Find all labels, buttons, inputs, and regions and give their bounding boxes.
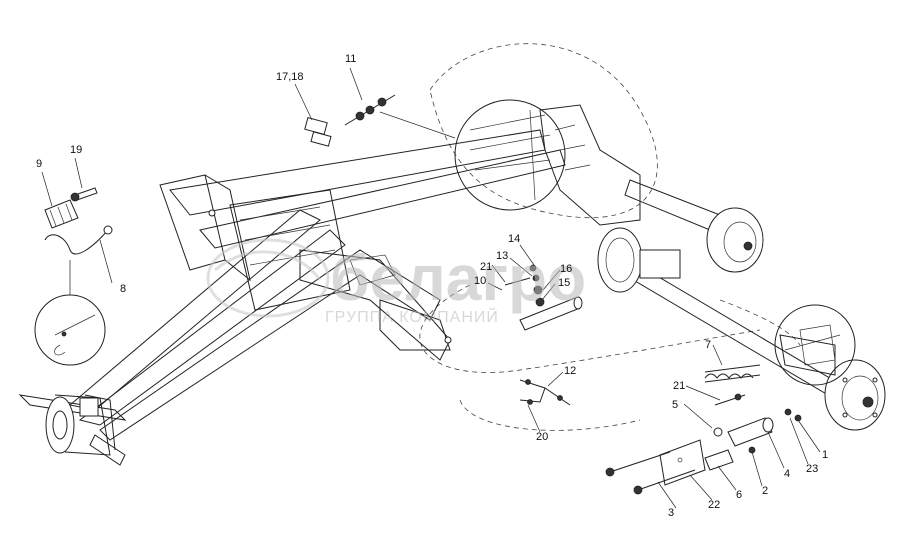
callout-2: 2	[762, 485, 768, 497]
sleeve-part-4	[727, 417, 774, 447]
callout-3: 3	[668, 507, 674, 519]
watermark-brand: белагро	[330, 242, 586, 314]
callout-9: 9	[36, 158, 42, 170]
callout-1: 1	[822, 449, 828, 461]
callout-5: 5	[672, 399, 678, 411]
callout-14: 14	[508, 233, 520, 245]
watermark-tagline: ГРУППА КОМПАНИЙ	[325, 307, 499, 326]
callout-6: 6	[736, 489, 742, 501]
watermark: белагро ГРУППА КОМПАНИЙ	[206, 238, 586, 326]
plate-part-22	[659, 439, 706, 486]
callout-11: 11	[345, 53, 356, 65]
callout-12: 12	[564, 365, 576, 377]
fitting-group-center	[504, 264, 583, 331]
detail-circle-right	[774, 304, 856, 386]
callout-10: 10	[474, 275, 486, 287]
tee-fitting-part-12	[519, 379, 571, 406]
main-frame	[68, 104, 641, 441]
wheel-outline-dashed	[429, 43, 658, 219]
callout-4: 4	[784, 468, 790, 480]
rubber-boot-part-9	[44, 199, 79, 229]
spring-part-7	[704, 364, 761, 383]
fitting-part-11	[344, 94, 396, 126]
callout-17-18: 17,18	[276, 71, 304, 83]
callout-20: 20	[536, 431, 548, 443]
cable-part-8	[44, 225, 113, 255]
detail-circle-upper	[454, 99, 566, 211]
front-axle-assembly	[18, 394, 127, 466]
bushing-part-6	[704, 449, 734, 471]
dashed-connector	[419, 284, 801, 431]
callout-13: 13	[496, 250, 508, 262]
callout-21-lower: 21	[673, 380, 685, 392]
callout-16: 16	[560, 263, 572, 275]
callout-21-upper: 21	[480, 261, 492, 273]
callout-19: 19	[70, 144, 82, 156]
callout-15: 15	[558, 277, 570, 289]
bolt-part-21-lower	[714, 393, 746, 406]
callout-22: 22	[708, 499, 720, 511]
bolt-part-19	[70, 187, 98, 202]
nut-part-1-23	[784, 408, 802, 422]
bolt-part-3	[605, 451, 696, 495]
detail-circle-left	[34, 294, 106, 366]
rear-axle	[597, 179, 886, 431]
callout-23: 23	[806, 463, 818, 475]
leader-line-11-circle	[379, 111, 456, 139]
bushing-part-5	[713, 427, 723, 437]
callout-7: 7	[705, 339, 711, 351]
clip-part-17-18	[304, 117, 332, 147]
callout-labels: 11 17,18 9 19 8 14 13 21 10 16 15 12 20 …	[36, 53, 828, 519]
leader-lines	[41, 67, 821, 509]
callout-8: 8	[120, 283, 126, 295]
